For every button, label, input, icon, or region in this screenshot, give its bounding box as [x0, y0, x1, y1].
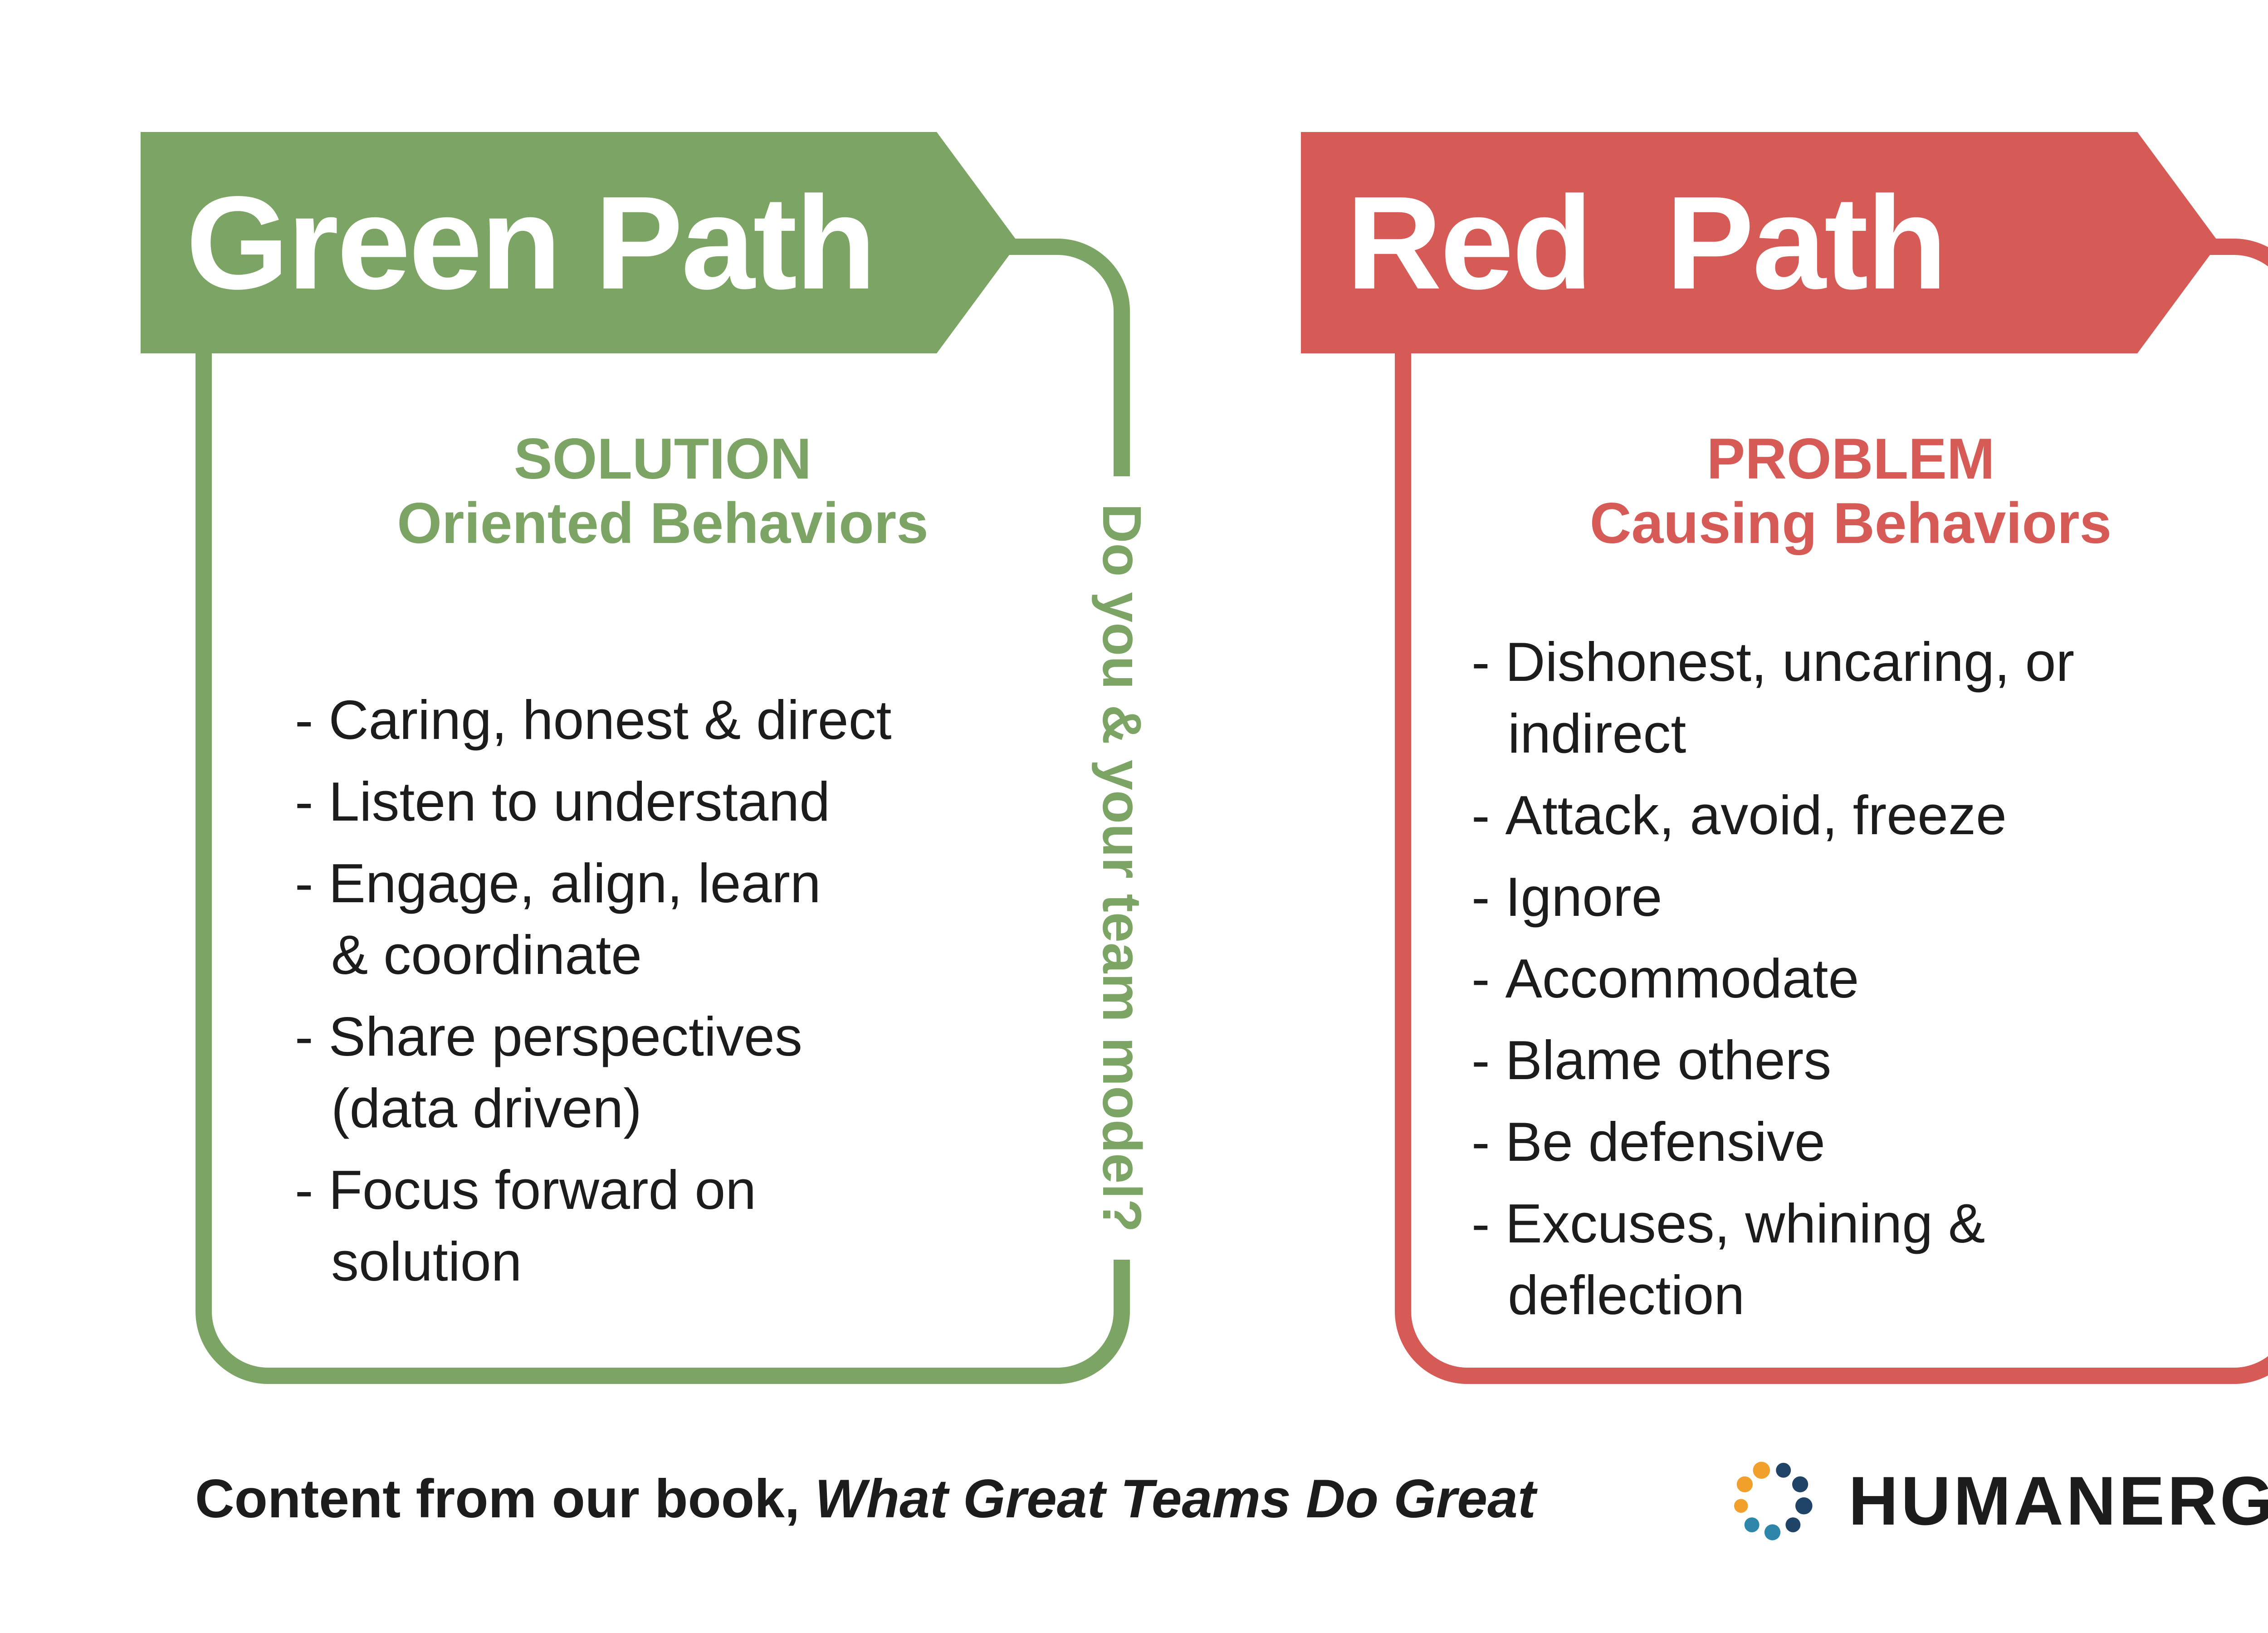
red-path-banner: Red Path	[1301, 132, 2219, 353]
behavior-item: Dishonest, uncaring, or indirect	[1471, 626, 2268, 769]
green-path-banner: Green Path	[141, 132, 1018, 353]
behavior-item: Focus forward on solution	[295, 1154, 1093, 1297]
behavior-item: Blame others	[1471, 1024, 2268, 1096]
brand-name: HUMANERGY	[1848, 1462, 2268, 1540]
book-credit-text: Content from our book,	[195, 1468, 815, 1529]
behavior-item: Listen to understand	[295, 766, 1093, 837]
behavior-item: Accommodate	[1471, 943, 2268, 1014]
green-panel-title-line2: Oriented Behaviors	[397, 491, 929, 556]
red-path-banner-label: Red Path	[1346, 169, 1946, 317]
green-path-banner-label: Green Path	[186, 169, 875, 317]
red-side-question: Are you & your team guilty?	[2266, 482, 2268, 1268]
book-credit: Content from our book, What Great Teams …	[195, 1466, 1536, 1531]
red-path-panel: Red Path PROBLEM Causing Behaviors Disho…	[1395, 239, 2268, 1384]
green-panel-title-line1: SOLUTION	[513, 426, 812, 491]
behavior-item: Excuses, whining & deflection	[1471, 1188, 2268, 1331]
book-title: What Great Teams Do Great	[815, 1468, 1536, 1529]
green-panel-title: SOLUTION Oriented Behaviors	[212, 426, 1114, 555]
green-path-panel: Green Path SOLUTION Oriented Behaviors C…	[196, 239, 1154, 1384]
green-side-question: Do you & your team model?	[1090, 476, 1154, 1260]
behavior-item: Ignore	[1471, 861, 2268, 933]
humanergy-logo-icon	[1719, 1447, 1826, 1554]
behavior-item: Caring, honest & direct	[295, 684, 1093, 756]
red-panel-title: PROBLEM Causing Behaviors	[1411, 426, 2268, 555]
red-panel-title-line1: PROBLEM	[1706, 426, 1995, 491]
red-behavior-list: Dishonest, uncaring, or indirectAttack, …	[1471, 626, 2268, 1341]
behavior-item: Be defensive	[1471, 1106, 2268, 1178]
red-panel-title-line2: Causing Behaviors	[1589, 491, 2112, 556]
behavior-item: Attack, avoid, freeze	[1471, 779, 2268, 851]
green-behavior-list: Caring, honest & directListen to underst…	[295, 684, 1093, 1307]
behavior-item: Share perspectives (data driven)	[295, 1001, 1093, 1144]
behavior-item: Engage, align, learn & coordinate	[295, 847, 1093, 991]
